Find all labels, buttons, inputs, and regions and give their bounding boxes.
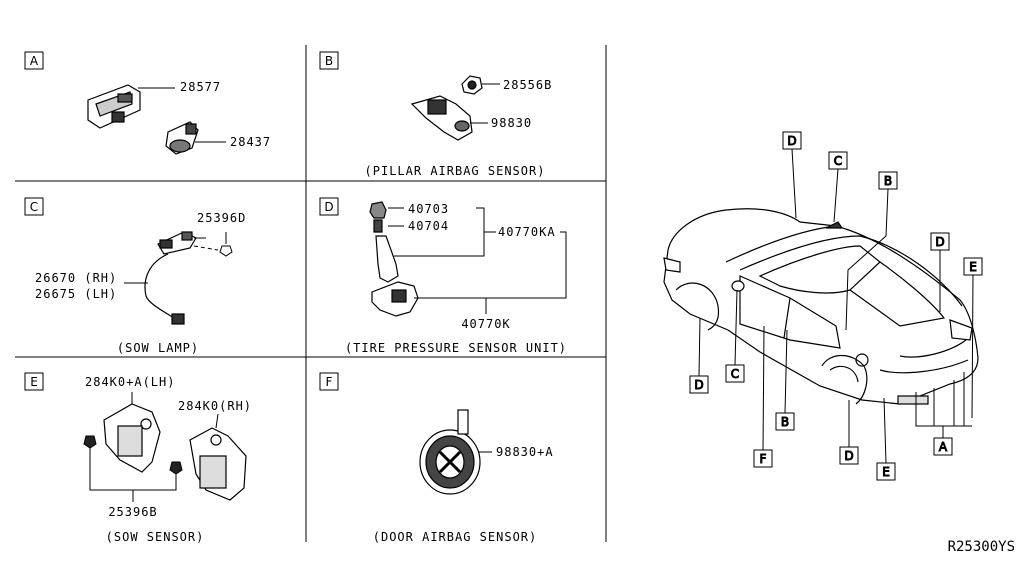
panel-c-letter: C	[30, 200, 38, 214]
callout-d-rear-wheel: D	[935, 235, 944, 249]
part-25396d: 25396D	[197, 211, 246, 225]
panel-f-letter: F	[326, 375, 333, 389]
panel-a: A 28577 28437	[24, 51, 271, 155]
part-28437: 28437	[230, 135, 271, 149]
part-28556b: 28556B	[503, 78, 552, 92]
callout-e-rear: E	[969, 260, 977, 274]
callout-d-front-wheel: D	[694, 378, 703, 392]
part-98830: 98830	[491, 116, 532, 130]
part-26670-rh: 26670 (RH)	[35, 271, 117, 285]
part-40703: 40703	[408, 202, 449, 216]
tire-pressure-sensor-drawing	[369, 201, 419, 317]
part-40770ka: 40770KA	[498, 225, 556, 239]
part-98830a: 98830+A	[496, 445, 554, 459]
panel-e: E 284K0+A(LH) 284K0(RH) 25396B (SOW SENS…	[24, 372, 252, 544]
panel-f: F 98830+A (DOOR AIRBAG SENSOR)	[319, 372, 554, 544]
callout-c-mirror: C	[731, 367, 739, 381]
vehicle-illustration	[663, 208, 979, 405]
part-26675-lh: 26675 (LH)	[35, 287, 117, 301]
part-25396b: 25396B	[108, 505, 157, 519]
panel-e-caption: (SOW SENSOR)	[106, 530, 205, 544]
sow-sensor-lh-drawing	[103, 403, 161, 473]
callout-e-bumper: E	[882, 465, 890, 479]
callout-d-rear-tire: D	[844, 449, 853, 463]
panel-f-caption: (DOOR AIRBAG SENSOR)	[373, 530, 538, 544]
sow-lamp-drawing	[144, 231, 197, 325]
part-28577: 28577	[180, 80, 221, 94]
callout-d-roof: D	[787, 134, 796, 148]
panel-d-letter: D	[324, 200, 333, 214]
callout-a-bumper-sensors: A	[939, 440, 948, 454]
nut-28556b-drawing	[461, 75, 483, 95]
sensor-28437-drawing	[165, 121, 199, 155]
panel-e-letter: E	[30, 375, 38, 389]
callout-b-pillar: B	[884, 174, 892, 188]
door-airbag-sensor-drawing	[419, 409, 481, 495]
bracket-28577-drawing	[87, 84, 141, 129]
panel-grid	[15, 45, 607, 542]
panel-b: B 28556B 98830 (PILLAR AIRBAG SENSOR)	[319, 51, 552, 178]
sow-sensor-rh-drawing	[189, 427, 247, 501]
panel-d: D 40703 40704 40770KA 40770K (TIRE PRESS…	[319, 197, 567, 355]
panel-b-letter: B	[325, 54, 333, 68]
airbag-sensor-98830-drawing	[410, 95, 473, 141]
panel-c: C 25396D 26670 (RH) 26675 (LH) (SOW LAMP…	[24, 197, 246, 355]
part-40770k: 40770K	[461, 317, 510, 331]
callout-c-antenna: C	[834, 154, 842, 168]
panel-d-caption: (TIRE PRESSURE SENSOR UNIT)	[345, 341, 567, 355]
part-284k0-rh: 284K0(RH)	[178, 399, 252, 413]
part-284k0a-lh: 284K0+A(LH)	[85, 375, 175, 389]
diagram-code: R25300YS	[948, 539, 1015, 555]
callout-b-lower: B	[781, 415, 789, 429]
panel-b-caption: (PILLAR AIRBAG SENSOR)	[365, 164, 546, 178]
part-40704: 40704	[408, 219, 449, 233]
callout-f-door: F	[760, 452, 767, 466]
vehicle-callouts: D C B D E D C B F D	[689, 131, 983, 481]
panel-c-caption: (SOW LAMP)	[117, 341, 199, 355]
panel-a-letter: A	[30, 54, 39, 68]
